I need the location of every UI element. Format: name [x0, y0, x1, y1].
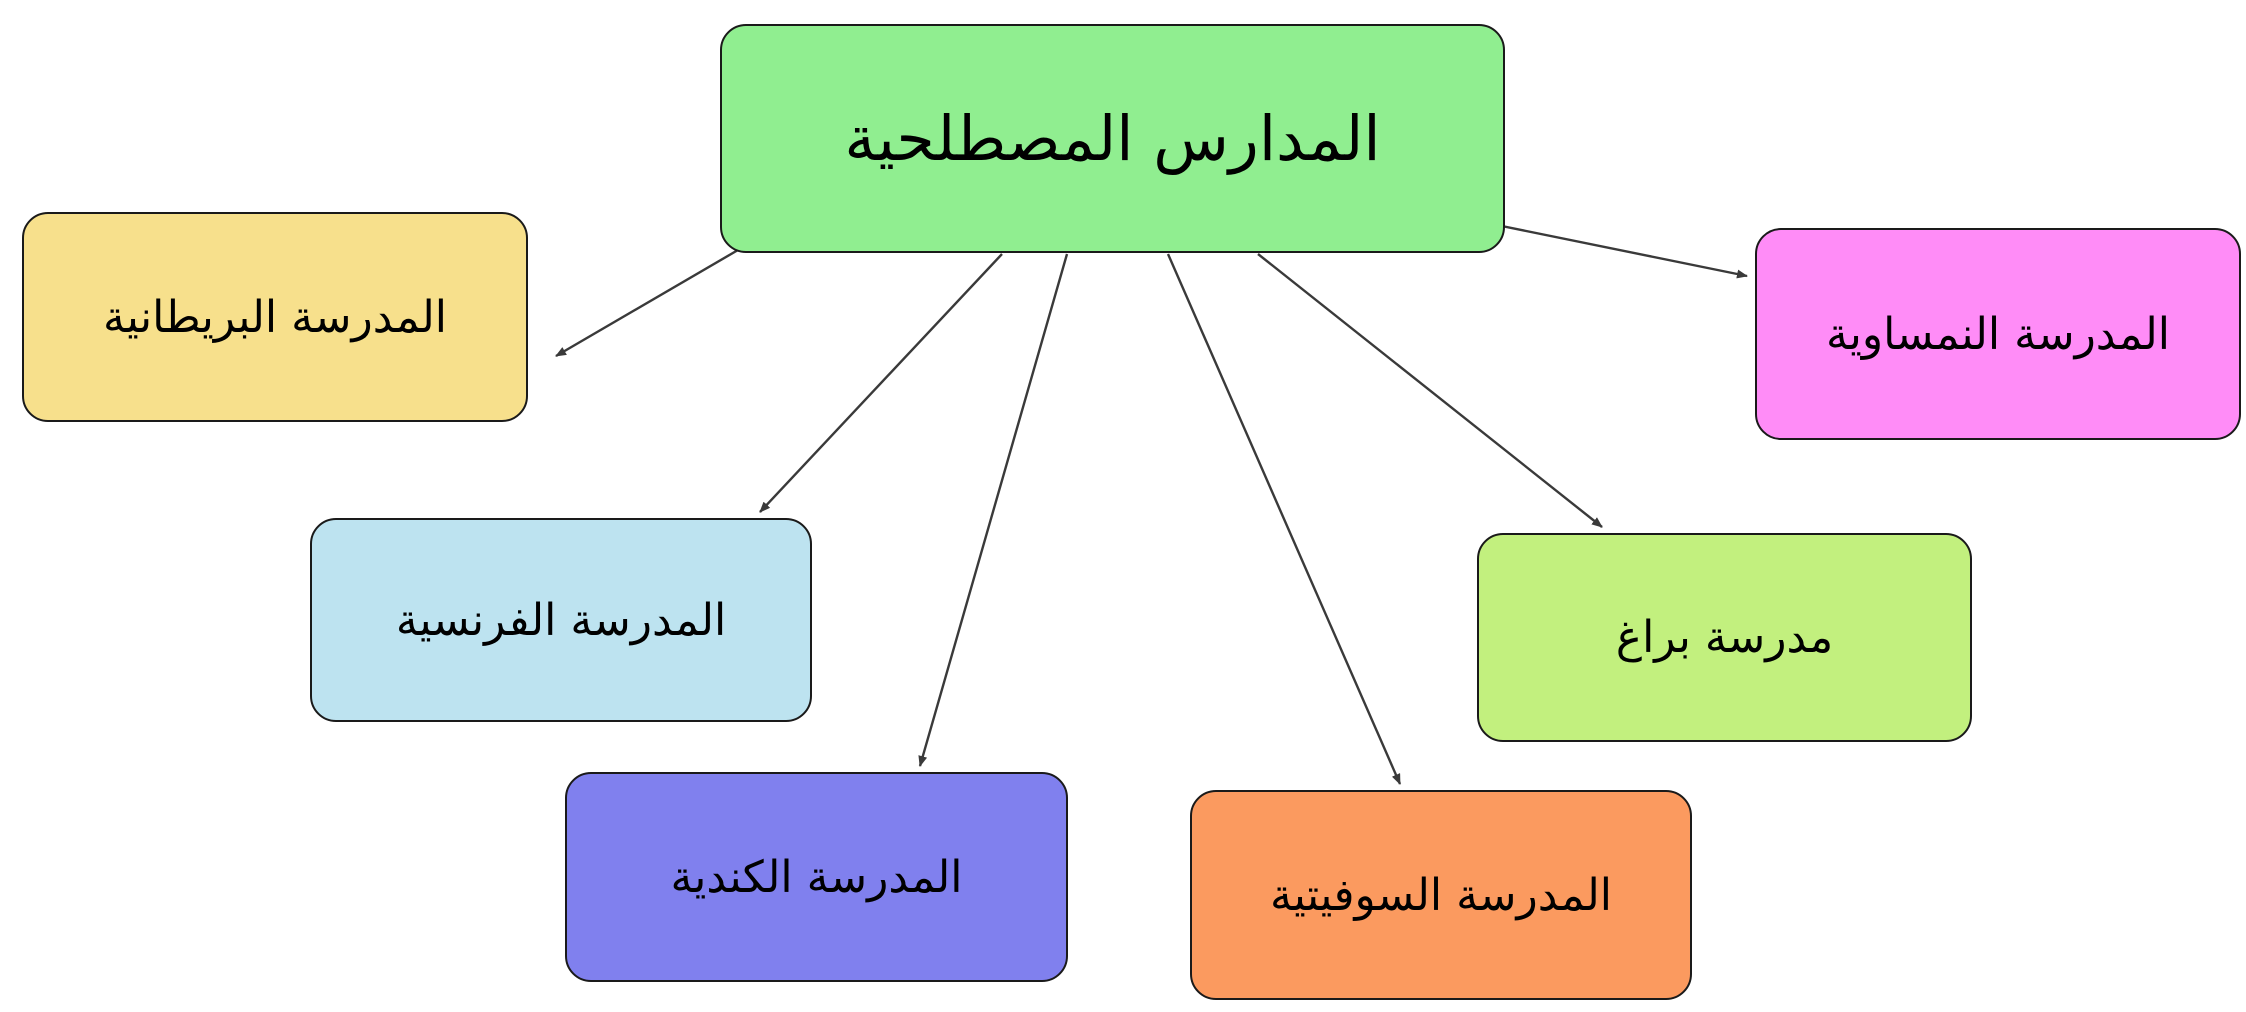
node-label-soviet-school: المدرسة السوفيتية [1270, 869, 1612, 921]
edge-root-british [555, 248, 739, 358]
node-label-prague-school: مدرسة براغ [1615, 612, 1834, 663]
node-label-austrian-school: المدرسة النمساوية [1826, 308, 2170, 360]
edge-root-french [759, 253, 1003, 513]
node-austrian-school[interactable]: المدرسة النمساوية [1755, 228, 2241, 440]
node-prague-school[interactable]: مدرسة براغ [1477, 533, 1972, 742]
node-british-school[interactable]: المدرسة البريطانية [22, 212, 528, 422]
node-root[interactable]: المدارس المصطلحية [720, 24, 1505, 253]
node-label-canadian-school: المدرسة الكندية [670, 851, 963, 903]
node-label-root: المدارس المصطلحية [844, 101, 1381, 175]
node-label-french-school: المدرسة الفرنسية [395, 594, 727, 646]
edge-root-austrian [1486, 221, 1748, 279]
edge-root-canadian [918, 253, 1069, 767]
node-soviet-school[interactable]: المدرسة السوفيتية [1190, 790, 1692, 1000]
node-french-school[interactable]: المدرسة الفرنسية [310, 518, 812, 722]
node-label-british-school: المدرسة البريطانية [103, 291, 447, 343]
edge-root-soviet [1166, 253, 1402, 785]
edge-root-prague [1257, 253, 1603, 528]
node-canadian-school[interactable]: المدرسة الكندية [565, 772, 1068, 982]
